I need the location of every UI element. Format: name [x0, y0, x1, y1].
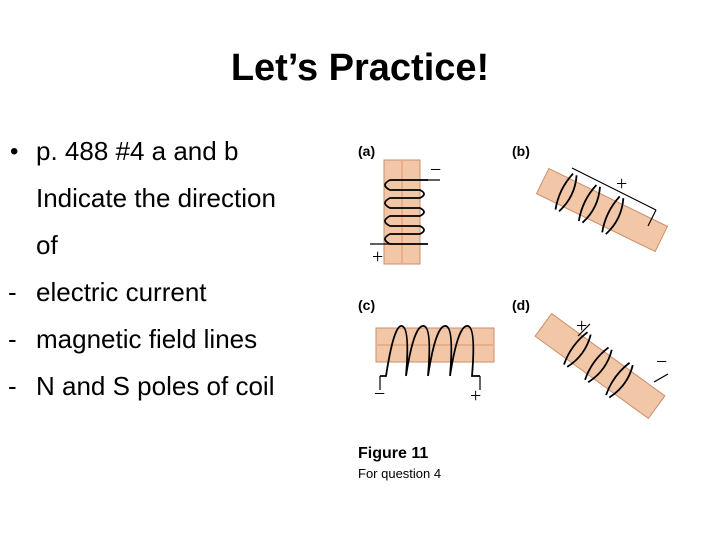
panel-d-top-lead — [577, 323, 591, 337]
panel-c-right-sign: + — [470, 385, 481, 407]
panel-d-rod — [534, 312, 666, 420]
panel-d: (d) + − — [512, 297, 669, 420]
bullet-line: of — [0, 222, 340, 269]
panel-c: (c) − + — [358, 297, 495, 407]
panel-b-coil — [554, 173, 625, 235]
bullet-text: electric current — [36, 277, 207, 307]
panel-a-coil — [384, 179, 428, 245]
panel-b-top-sign: + — [616, 173, 627, 195]
panel-b: (b) + — [512, 143, 669, 253]
bullet-line: - electric current — [0, 269, 340, 316]
bullet-line: Indicate the direction — [0, 175, 340, 222]
panel-d-top-sign: + — [576, 315, 587, 337]
bullet-line: - N and S poles of coil — [0, 363, 340, 410]
coil-figure-svg: (a) − + (b) + (c) — [358, 143, 669, 481]
panel-c-left-sign: − — [374, 383, 385, 405]
panel-d-bottom-lead — [653, 373, 669, 383]
figure-caption-title: Figure 11 — [358, 445, 428, 462]
panel-a: (a) − + — [358, 143, 441, 268]
panel-b-lead-end — [647, 209, 657, 227]
bullet-marker: - — [8, 371, 17, 401]
panel-a-top-sign: − — [430, 159, 441, 181]
panel-c-coil — [380, 325, 480, 377]
panel-c-label: (c) — [358, 297, 375, 313]
bullet-text: N and S poles of coil — [36, 371, 275, 401]
panel-b-label: (b) — [512, 143, 530, 159]
bullet-text: of — [36, 230, 58, 260]
panel-b-rod — [535, 167, 669, 253]
bullet-text: Indicate the direction — [36, 183, 276, 213]
slide-title: Let’s Practice! — [230, 47, 490, 89]
figure-caption-subtitle: For question 4 — [358, 466, 441, 481]
bullet-marker: - — [8, 324, 17, 354]
bullet-list: • p. 488 #4 a and b Indicate the directi… — [0, 128, 340, 410]
panel-a-bottom-sign: + — [372, 246, 383, 268]
panel-d-label: (d) — [512, 297, 530, 313]
bullet-text: magnetic field lines — [36, 324, 258, 354]
coil-figure: (a) − + (b) + (c) — [350, 128, 710, 498]
bullet-line: - magnetic field lines — [0, 316, 340, 363]
panel-a-label: (a) — [358, 143, 375, 159]
panel-d-coil — [563, 331, 634, 399]
bullet-text: p. 488 #4 a and b — [36, 136, 239, 166]
bullet-marker: • — [10, 138, 19, 165]
bullet-line: • p. 488 #4 a and b — [0, 128, 340, 175]
panel-d-bottom-sign: − — [656, 351, 667, 373]
panel-b-lead — [571, 167, 657, 211]
bullet-marker: - — [8, 277, 17, 307]
